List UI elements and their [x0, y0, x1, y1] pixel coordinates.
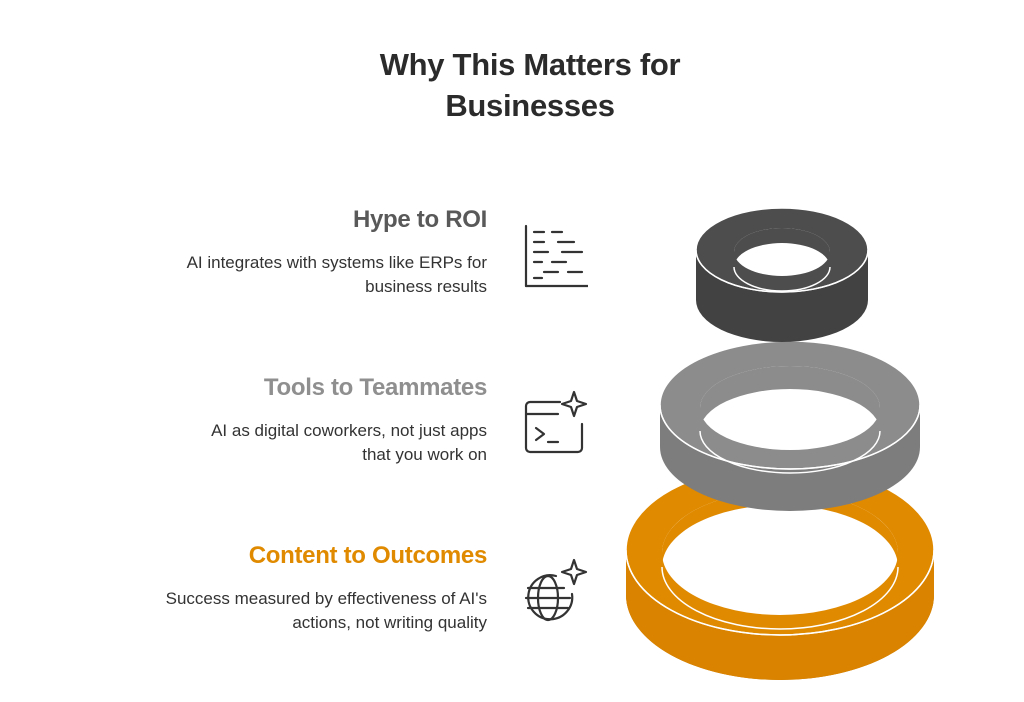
- item-description-line-1: AI as digital coworkers, not just apps: [211, 421, 487, 440]
- terminal-sparkle-icon: [524, 390, 588, 454]
- item-description-line-2: that you work on: [362, 445, 487, 464]
- item-description-line-1: AI integrates with systems like ERPs for: [186, 253, 487, 272]
- gantt-chart-icon: [524, 224, 588, 288]
- title-line-1: Why This Matters for: [379, 47, 681, 82]
- ring-top: [695, 207, 869, 342]
- item-tools-to-teammates: Tools to Teammates AI as digital coworke…: [47, 373, 487, 467]
- stacked-rings-illustration: [625, 207, 935, 680]
- ring-bottom: [625, 464, 935, 680]
- item-description-line-1: Success measured by effectiveness of AI'…: [165, 589, 487, 608]
- item-description-line-2: business results: [365, 277, 487, 296]
- item-heading: Hype to ROI: [352, 206, 487, 233]
- title-line-2: Businesses: [445, 88, 615, 123]
- item-heading: Content to Outcomes: [248, 542, 488, 569]
- item-description: Success measured by effectiveness of AI'…: [47, 587, 487, 635]
- page-title: Why This Matters for Businesses: [262, 44, 798, 126]
- globe-sparkle-icon: [524, 558, 588, 622]
- item-content-to-outcomes: Content to Outcomes Success measured by …: [47, 541, 488, 635]
- item-description: AI integrates with systems like ERPs for…: [47, 251, 487, 299]
- item-description: AI as digital coworkers, not just apps t…: [47, 419, 487, 467]
- item-heading: Tools to Teammates: [263, 374, 487, 401]
- item-description-line-2: actions, not writing quality: [292, 613, 487, 632]
- item-hype-to-roi: Hype to ROI AI integrates with systems l…: [47, 205, 488, 299]
- ring-middle: [659, 340, 921, 511]
